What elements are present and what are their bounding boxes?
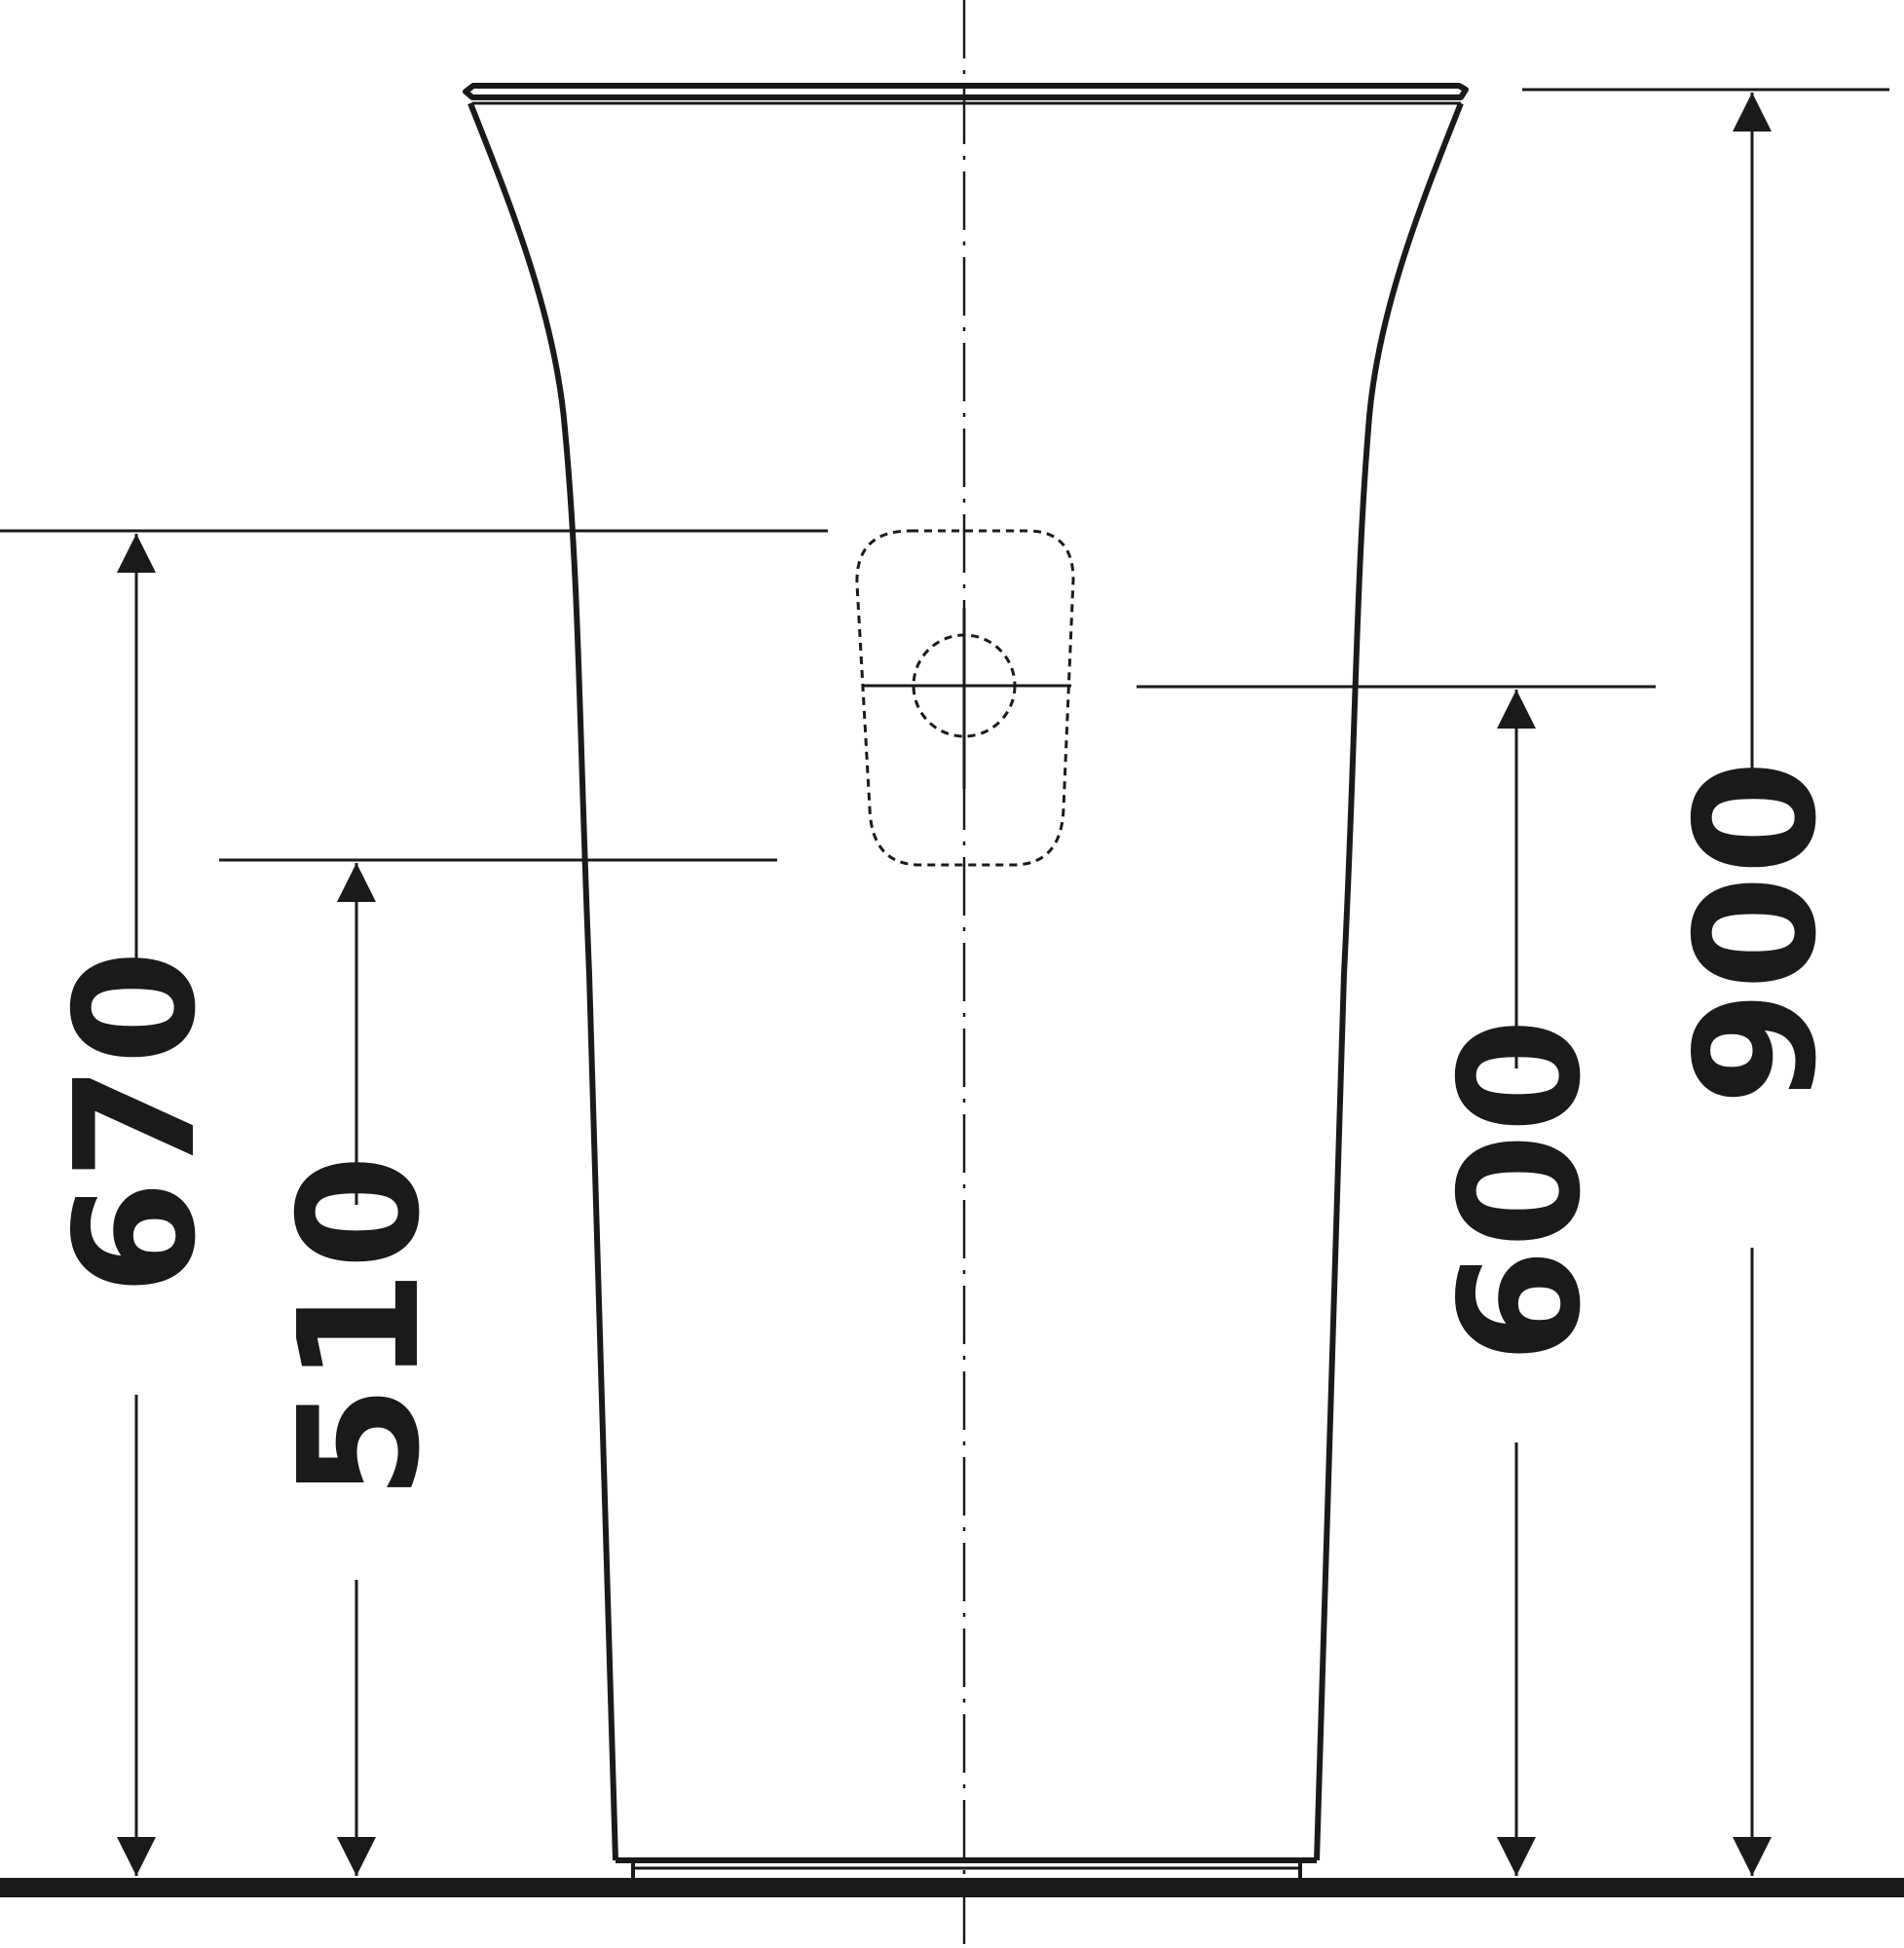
dimension-label-510: 510 xyxy=(264,1154,457,1500)
extension-lines xyxy=(0,88,1889,862)
dimension-label-600: 600 xyxy=(1425,1018,1618,1364)
floor-line xyxy=(0,1878,1904,1897)
tap-hole-crosshair xyxy=(862,608,1071,789)
basin-outline xyxy=(463,83,1469,1878)
dimension-label-900: 900 xyxy=(1661,760,1853,1105)
dimension-label-670: 670 xyxy=(40,950,233,1295)
